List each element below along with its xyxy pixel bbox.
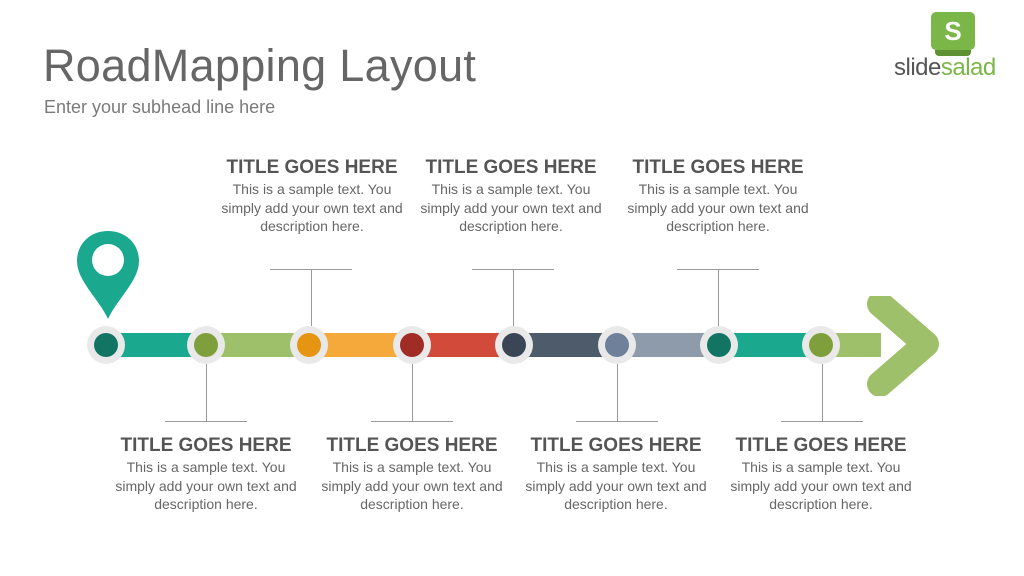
milestone-top-3: TITLE GOES HERE This is a sample text. Y…	[623, 157, 813, 236]
milestone-title: TITLE GOES HERE	[632, 157, 804, 178]
node-dot	[94, 333, 118, 357]
connector-bottom-2-rule	[371, 421, 453, 422]
timeline-node-3	[290, 326, 328, 364]
timeline-node-6	[598, 326, 636, 364]
milestone-top-2: TITLE GOES HERE This is a sample text. Y…	[416, 157, 606, 236]
milestone-title: TITLE GOES HERE	[735, 435, 907, 456]
logo-text-part1: slide	[894, 54, 941, 81]
milestone-title: TITLE GOES HERE	[226, 157, 398, 178]
node-dot	[400, 333, 424, 357]
milestone-description: This is a sample text. You simply add yo…	[420, 181, 602, 234]
milestone-title: TITLE GOES HERE	[530, 435, 702, 456]
logo-text-part2: salad	[940, 54, 996, 81]
page-title: RoadMapping Layout	[43, 40, 477, 91]
node-dot	[605, 333, 629, 357]
milestone-bottom-2: TITLE GOES HERE This is a sample text. Y…	[317, 435, 507, 514]
slidesalad-logo: S slidesalad	[892, 10, 1016, 82]
connector-top-3	[718, 270, 719, 326]
arrow-head-icon	[867, 296, 939, 396]
milestone-bottom-3: TITLE GOES HERE This is a sample text. Y…	[521, 435, 711, 514]
connector-bottom-3	[617, 364, 618, 421]
timeline-node-8	[802, 326, 840, 364]
timeline-node-2	[187, 326, 225, 364]
location-pin-icon	[77, 231, 139, 319]
milestone-description: This is a sample text. You simply add yo…	[525, 459, 707, 512]
connector-top-2-rule	[472, 269, 554, 270]
connector-top-1-rule	[270, 269, 352, 270]
connector-top-2	[513, 270, 514, 326]
connector-bottom-1-rule	[165, 421, 247, 422]
page-subhead: Enter your subhead line here	[44, 97, 276, 117]
logo-badge-icon: S	[931, 12, 975, 56]
node-dot	[194, 333, 218, 357]
node-dot	[502, 333, 526, 357]
milestone-description: This is a sample text. You simply add yo…	[730, 459, 912, 512]
logo-wordmark: slidesalad	[894, 54, 996, 82]
timeline-node-5	[495, 326, 533, 364]
connector-bottom-2	[412, 364, 413, 421]
timeline-node-4	[393, 326, 431, 364]
connector-top-3-rule	[677, 269, 759, 270]
timeline-node-1	[87, 326, 125, 364]
milestone-description: This is a sample text. You simply add yo…	[221, 181, 403, 234]
milestone-description: This is a sample text. You simply add yo…	[321, 459, 503, 512]
connector-bottom-4	[822, 364, 823, 421]
timeline-node-7	[700, 326, 738, 364]
connector-bottom-4-rule	[781, 421, 863, 422]
milestone-bottom-1: TITLE GOES HERE This is a sample text. Y…	[111, 435, 301, 514]
milestone-description: This is a sample text. You simply add yo…	[115, 459, 297, 512]
milestone-title: TITLE GOES HERE	[326, 435, 498, 456]
milestone-top-1: TITLE GOES HERE This is a sample text. Y…	[217, 157, 407, 236]
connector-top-1	[311, 270, 312, 326]
node-dot	[297, 333, 321, 357]
connector-bottom-1	[206, 364, 207, 421]
milestone-title: TITLE GOES HERE	[120, 435, 292, 456]
node-dot	[809, 333, 833, 357]
milestone-bottom-4: TITLE GOES HERE This is a sample text. Y…	[726, 435, 916, 514]
node-dot	[707, 333, 731, 357]
milestone-description: This is a sample text. You simply add yo…	[627, 181, 809, 234]
milestone-title: TITLE GOES HERE	[425, 157, 597, 178]
connector-bottom-3-rule	[576, 421, 658, 422]
